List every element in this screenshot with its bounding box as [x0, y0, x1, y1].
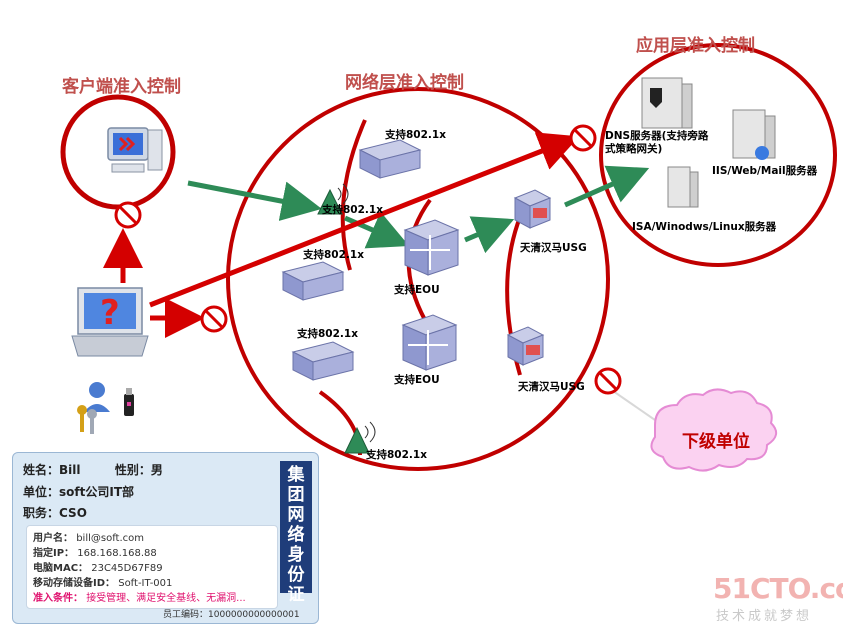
label-eou-2: 支持EOU [394, 374, 440, 386]
label-ap-bottom: 支持802.1x [366, 449, 427, 461]
label-subunit: 下级单位 [682, 432, 750, 452]
wireless-ap-icon-top [317, 183, 349, 215]
eou-router-icon-2 [401, 314, 458, 371]
isa-server-icon [667, 166, 699, 208]
arrow-eou-to-usg [464, 216, 515, 254]
title-application: 应用层准入控制 [636, 36, 755, 56]
block-icon-2 [200, 305, 228, 333]
iis-server-icon [732, 109, 776, 160]
card-employee-number: 员工编码：1000000000000001 [163, 610, 300, 620]
card-condition-row: 准入条件： 接受管理、满足安全基线、无漏洞... [33, 593, 246, 604]
card-job-label: 职务： [23, 506, 60, 520]
arrow-laptop-to-app [149, 132, 580, 308]
title-client: 客户端准入控制 [62, 77, 181, 97]
arrow-client-to-ap [187, 180, 322, 221]
subunit-cloud [650, 388, 778, 472]
card-user-row: 用户名： bill@soft.com [33, 533, 144, 544]
label-usg-1: 天清汉马USG [520, 242, 587, 254]
card-mac-row: 电脑MAC： 23C45D67F89 [33, 563, 163, 574]
wireless-ap-icon-bottom [344, 421, 376, 454]
arc-1 [340, 119, 367, 271]
card-vertical-char: 证 [287, 585, 305, 605]
application-zone-circle [599, 43, 837, 267]
card-vertical-char: 身 [287, 545, 305, 565]
svg-text:?: ? [100, 293, 120, 333]
client-pc-icon [107, 127, 163, 173]
title-network: 网络层准入控制 [345, 73, 464, 93]
card-name-label: 姓名： [23, 463, 60, 477]
block-icon-4 [594, 367, 622, 395]
dns-server-icon [641, 77, 693, 129]
card-unit-label: 单位： [23, 485, 60, 499]
card-vertical-char: 团 [287, 485, 305, 505]
laptop-icon: ? [71, 287, 149, 357]
switch-icon-top [358, 139, 422, 179]
card-name-row: 姓名：Bill 性别：男 [23, 461, 163, 478]
eou-router-icon-1 [403, 219, 460, 276]
site-logo: 51CTO.com [713, 572, 843, 605]
label-dns-server: DNS服务器(支持旁路式策略网关) [605, 130, 709, 155]
block-icon-1 [114, 201, 142, 229]
card-ip-row: 指定IP： 168.168.168.88 [33, 548, 157, 559]
card-job-value: CSO [59, 506, 87, 520]
card-name-value: Bill [59, 463, 81, 477]
label-isa-server: ISA/Winodws/Linux服务器 [632, 221, 777, 233]
label-switch-left2: 支持802.1x [297, 328, 358, 340]
usb-drive-icon [124, 388, 134, 416]
card-unit-value: soft公司IT部 [59, 485, 135, 499]
card-detail-panel: 用户名： bill@soft.com 指定IP： 168.168.168.88 … [26, 525, 278, 609]
label-eou-1: 支持EOU [394, 284, 440, 296]
card-vertical-char: 集 [287, 465, 305, 485]
card-vertical-char: 络 [287, 525, 305, 545]
arrow-usg-to-app [563, 165, 650, 208]
card-gender-label: 性别： [114, 463, 151, 477]
card-vertical-title: 集团网络身份证 [280, 461, 312, 605]
identity-card: 姓名：Bill 性别：男 单位：soft公司IT部 职务：CSO 用户名： bi… [12, 452, 319, 624]
label-switch-top: 支持802.1x [385, 129, 446, 141]
site-slogan: 技术成就梦想 [716, 609, 813, 624]
block-icon-3 [569, 124, 597, 152]
switch-icon-left2 [291, 341, 355, 381]
label-switch-left1: 支持802.1x [303, 249, 364, 261]
card-unit-row: 单位：soft公司IT部 [23, 483, 134, 500]
card-gender-value: 男 [150, 463, 163, 477]
card-job-row: 职务：CSO [23, 504, 87, 521]
network-zone-circle [226, 87, 610, 471]
label-ap-top: 支持802.1x [322, 204, 383, 216]
arrow-ap-to-eou [344, 211, 410, 249]
label-iis-server: IIS/Web/Mail服务器 [712, 165, 818, 177]
usg-firewall-icon-2 [506, 326, 545, 366]
switch-icon-left1 [281, 261, 345, 301]
user-keys-icon [77, 382, 110, 434]
card-storage-row: 移动存储设备ID： Soft-IT-001 [33, 578, 173, 589]
usg-firewall-icon-1 [513, 189, 552, 229]
card-vertical-char: 份 [287, 565, 305, 585]
label-usg-2: 天清汉马USG [518, 381, 585, 393]
card-vertical-char: 网 [287, 505, 305, 525]
